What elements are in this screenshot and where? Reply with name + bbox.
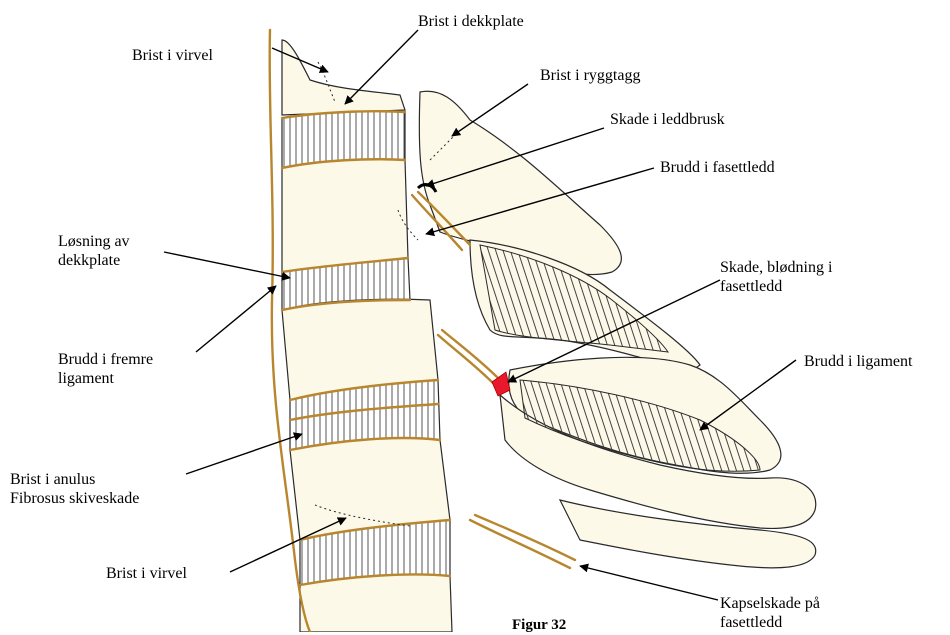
label-losning-line1: Løsning av [58,232,130,251]
label-brist-ryggtagg: Brist i ryggtagg [540,66,640,85]
figure-caption: Figur 32 [512,616,566,635]
label-losning-line2: dekkplate [58,251,130,270]
label-skade-blodning-line2: fasettledd [720,277,832,296]
arrow-brist-ryggtagg [452,84,528,136]
label-kapselskade-line1: Kapselskade på [720,594,820,613]
label-brist-anulus-line2: Fibrosus skiveskade [10,489,139,508]
label-brist-anulus: Brist i anulus Fibrosus skiveskade [10,470,139,508]
arrow-brist-anulus [186,434,302,474]
label-brudd-fasettledd: Brudd i fasettledd [660,158,775,177]
label-brudd-fremre-ligament: Brudd i fremre ligament [58,350,153,388]
label-kapselskade: Kapselskade på fasettledd [720,594,820,632]
label-brist-anulus-line1: Brist i anulus [10,470,139,489]
label-brudd-ligament: Brudd i ligament [804,352,912,371]
label-losning-av-dekkplate: Løsning av dekkplate [58,232,130,270]
arrow-kapselskade [580,566,718,600]
label-skade-blodning: Skade, blødning i fasettledd [720,258,832,296]
label-brist-virvel-bottom: Brist i virvel [106,564,187,583]
label-skade-blodning-line1: Skade, blødning i [720,258,832,277]
arrow-losning [164,252,290,278]
label-brist-dekkplate: Brist i dekkplate [418,12,524,31]
arrow-brudd-fremre [196,286,276,352]
label-brudd-fremre-line1: Brudd i fremre [58,350,153,369]
label-skade-leddbrusk: Skade i leddbrusk [610,110,725,129]
label-brist-virvel-top: Brist i virvel [132,46,213,65]
label-brudd-fremre-line2: ligament [58,369,153,388]
label-kapselskade-line2: fasettledd [720,613,820,632]
